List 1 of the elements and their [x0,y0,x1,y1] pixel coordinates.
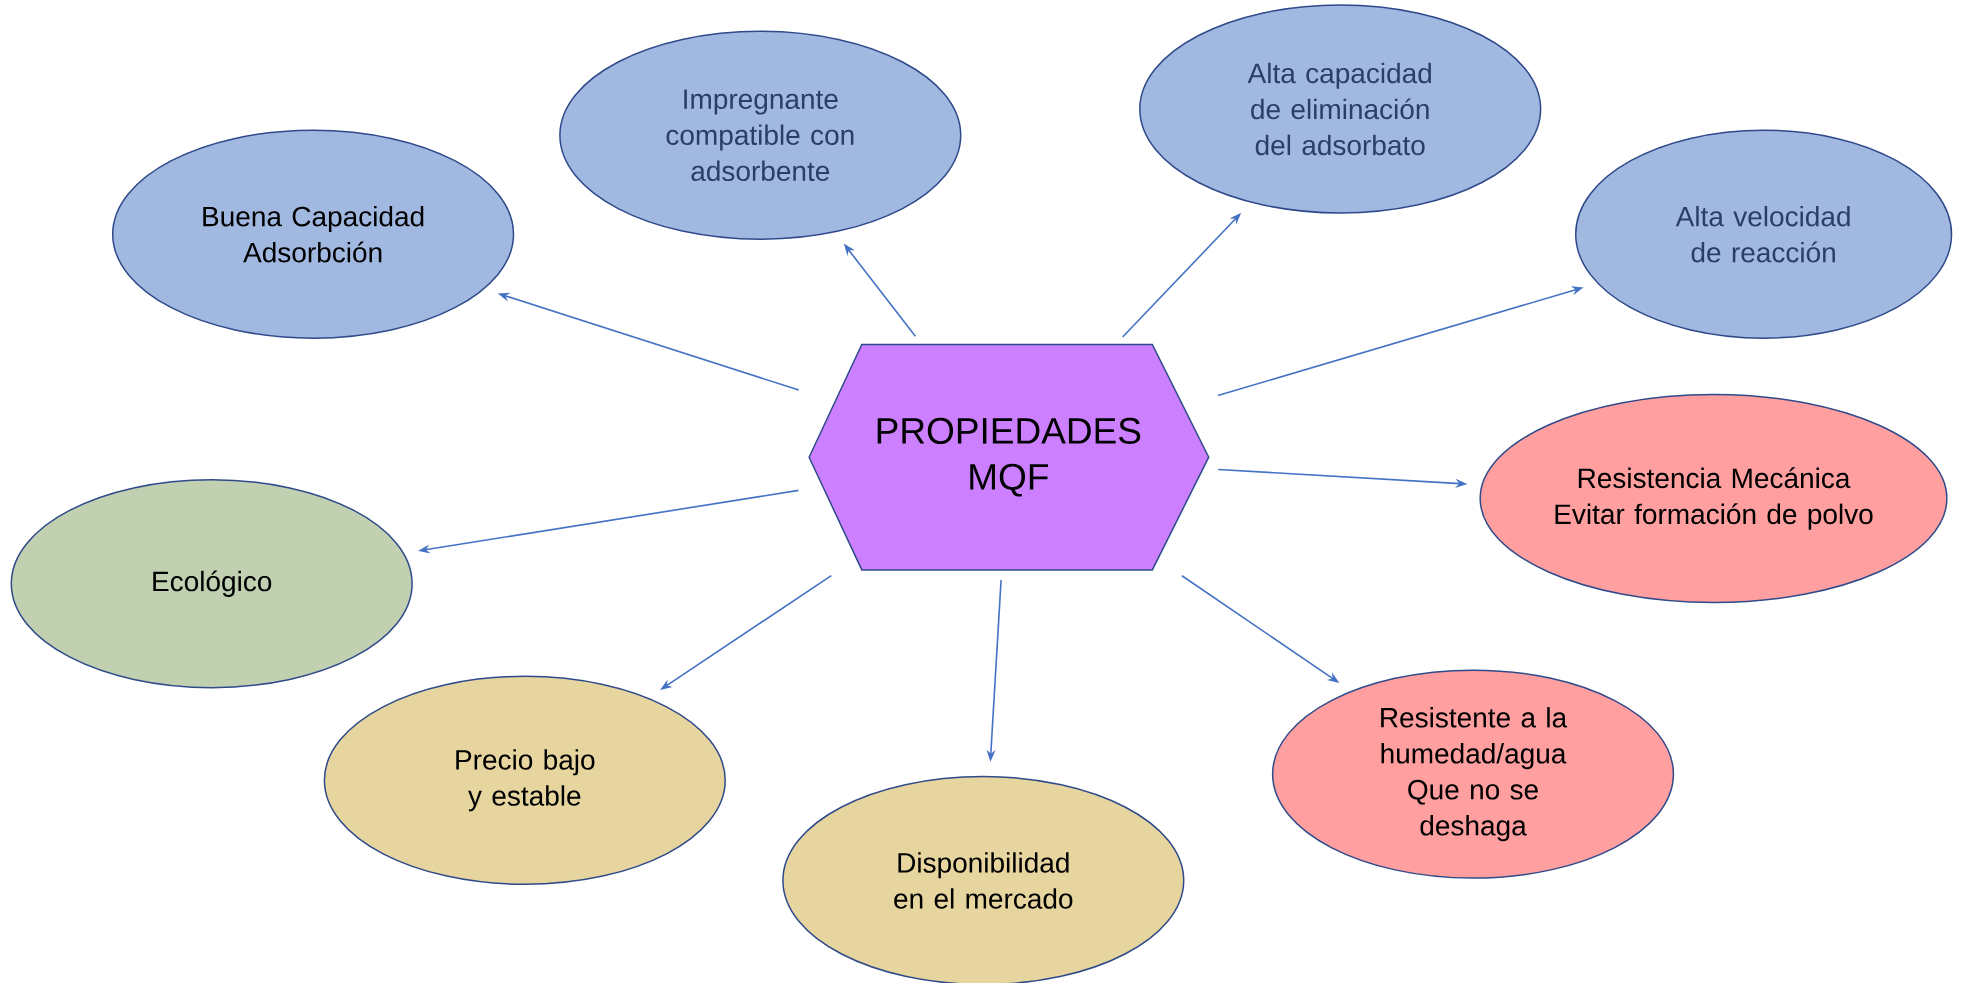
hexagon: PROPIEDADES MQF [808,343,1210,571]
